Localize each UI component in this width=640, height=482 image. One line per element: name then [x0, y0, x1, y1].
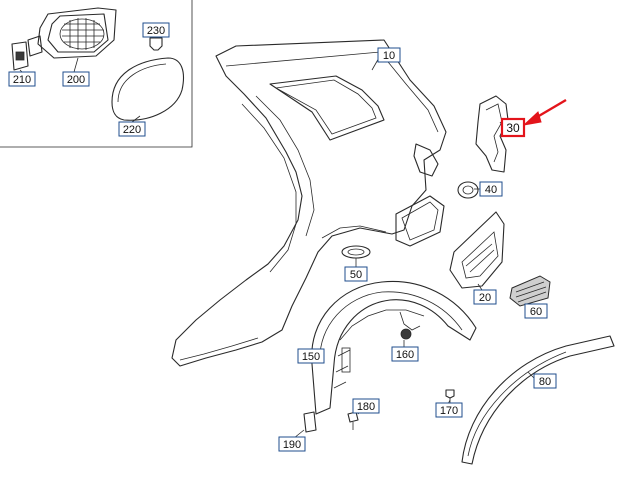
callout-230[interactable]: 230: [142, 22, 170, 38]
inset-frame: [0, 0, 193, 148]
bracket-210: [11, 41, 29, 71]
wheel-arch-liner: [311, 280, 477, 415]
svg-text:80: 80: [539, 376, 551, 388]
plug-160: [400, 328, 412, 340]
callout-80[interactable]: 80: [533, 373, 557, 389]
leader-lines: [19, 36, 537, 439]
callout-220[interactable]: 220: [118, 121, 146, 137]
callout-10[interactable]: 10: [377, 47, 401, 63]
vent-panel-20: [449, 211, 505, 289]
svg-text:220: 220: [123, 124, 141, 136]
vent-grille-60: [509, 275, 551, 307]
svg-text:170: 170: [440, 405, 458, 417]
fuel-door-lid: [111, 57, 185, 121]
callout-50[interactable]: 50: [344, 266, 368, 282]
retainer-190: [303, 411, 317, 433]
screw-180: [347, 411, 359, 430]
svg-text:10: 10: [383, 50, 395, 62]
svg-text:230: 230: [147, 25, 165, 37]
wheel-arch-trim: [461, 335, 615, 465]
svg-text:20: 20: [479, 292, 491, 304]
callout-160[interactable]: 160: [391, 346, 419, 362]
svg-text:200: 200: [67, 74, 85, 86]
callout-200[interactable]: 200: [62, 71, 90, 87]
svg-text:190: 190: [283, 439, 301, 451]
bolt-230: [149, 37, 163, 51]
callout-180[interactable]: 180: [352, 398, 380, 414]
grommet-40: [457, 181, 479, 199]
svg-text:210: 210: [13, 74, 31, 86]
callout-210[interactable]: 210: [8, 71, 36, 87]
svg-text:160: 160: [396, 349, 414, 361]
quarter-panel: [171, 39, 447, 367]
svg-text:30: 30: [506, 121, 520, 135]
highlight-arrow: [522, 98, 567, 126]
svg-text:60: 60: [530, 306, 542, 318]
bracket-30: [475, 95, 509, 173]
svg-text:150: 150: [302, 351, 320, 363]
callout-150[interactable]: 150: [297, 348, 325, 364]
callout-60[interactable]: 60: [524, 303, 548, 319]
svg-text:40: 40: [485, 184, 497, 196]
svg-text:50: 50: [350, 269, 362, 281]
svg-text:180: 180: [357, 401, 375, 413]
callout-40[interactable]: 40: [479, 181, 503, 197]
fuel-door-housing: [27, 7, 117, 59]
callout-30[interactable]: 30: [500, 117, 526, 138]
callout-20[interactable]: 20: [473, 289, 497, 305]
clip-50: [341, 245, 371, 264]
callout-190[interactable]: 190: [278, 436, 306, 452]
callout-170[interactable]: 170: [435, 402, 463, 418]
